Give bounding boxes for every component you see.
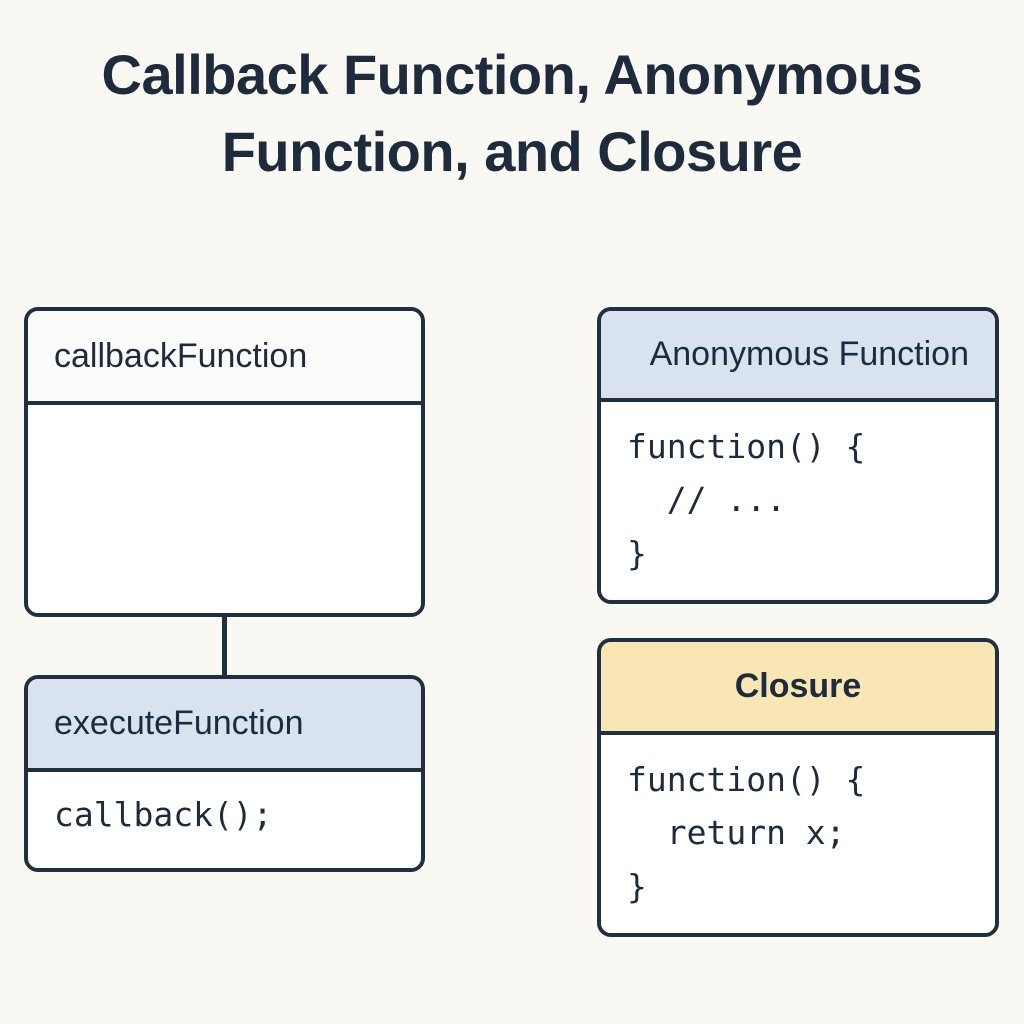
page-title: Callback Function, Anonymous Function, a…: [101, 43, 923, 184]
card-execute-function[interactable]: executeFunction callback();: [24, 675, 425, 872]
code-closure: function() { return x; }: [627, 760, 866, 906]
card-anonymous-function-header: Anonymous Function: [601, 311, 995, 402]
code-execute-function: callback();: [54, 795, 273, 834]
card-closure-header: Closure: [601, 642, 995, 735]
card-anonymous-function-body: function() { // ... }: [601, 402, 995, 600]
card-callback-function-header: callbackFunction: [28, 311, 421, 405]
card-callback-function[interactable]: callbackFunction: [24, 307, 425, 617]
card-anonymous-function[interactable]: Anonymous Function function() { // ... }: [597, 307, 999, 604]
card-closure-body: function() { return x; }: [601, 735, 995, 933]
code-anonymous-function: function() { // ... }: [627, 427, 866, 573]
card-execute-function-header: executeFunction: [28, 679, 421, 772]
card-execute-function-body: callback();: [28, 772, 421, 868]
card-closure[interactable]: Closure function() { return x; }: [597, 638, 999, 937]
card-callback-function-body: [28, 405, 421, 613]
connector-callback-to-execute: [222, 613, 227, 679]
